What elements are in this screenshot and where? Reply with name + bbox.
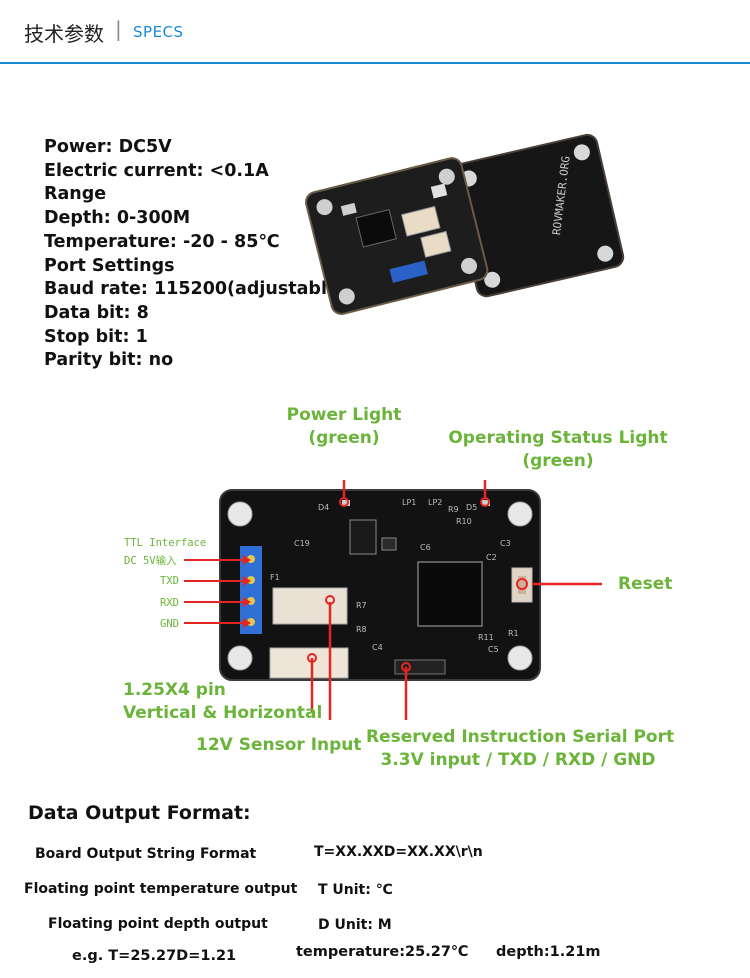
spec-power: Power: DC5V [44,137,172,157]
silk-c6: C6 [420,543,431,552]
silk-lp2: LP2 [428,498,442,507]
reset-label: Reset [618,574,673,594]
status-light-label: Operating Status Light (green) [448,428,668,471]
example-temp: temperature:25.27℃ [296,944,469,960]
title-separator: | [115,17,122,41]
silk-r9: R9 [448,505,459,514]
page-title-en: SPECS [133,23,184,41]
silk-r7: R7 [356,601,367,610]
spec-depth: Depth: 0-300M [44,208,191,229]
example-depth: depth:1.21m [496,944,601,960]
mcu-chip [417,561,483,627]
power-light-label: Power Light (green) [286,405,402,448]
connector-horizontal [269,647,349,679]
spec-current: Electric current: <0.1A [44,160,269,181]
mount-hole [227,501,253,527]
board-diagram: D4 LP1 LP2 D5 C19 F1 C2 C3 C4 C5 C6 R1 R… [124,480,602,720]
example-row-label: e.g. T=25.27D=1.21 [72,948,237,964]
spec-parity: Parity bit: no [44,350,174,371]
connector-vertical [272,587,348,625]
silk-c2: C2 [486,553,497,562]
power-led [342,500,350,506]
spec-port-heading: Port Settings [44,255,175,276]
silk-r1: R1 [508,629,519,638]
output-row-label: Board Output String Format [35,846,257,862]
depth-row-value: D Unit: M [318,917,392,933]
temp-row-value: T Unit: ℃ [318,882,393,898]
silk-c4: C4 [372,643,383,652]
header-divider [0,62,750,64]
temp-row-label: Floating point temperature output [24,881,298,897]
spec-stop-bit: Stop bit: 1 [44,326,148,347]
page-title-cn: 技术参数 [24,22,104,46]
spec-range-heading: Range [44,184,107,205]
spec-list: Power: DC5V Electric current: <0.1A Rang… [44,136,347,373]
status-led [482,500,490,506]
callout-pointers [310,480,602,720]
silk-d4: D4 [318,503,329,512]
ttl-interface-title: TTL Interface [124,537,206,549]
depth-row-label: Floating point depth output [48,916,268,932]
silk-d5: D5 [466,503,477,512]
board-photo: ROVMAKER.ORG [305,133,625,315]
data-output-title: Data Output Format: [28,802,251,824]
ttl-header [240,546,262,634]
silk-f1: F1 [270,573,280,582]
ttl-pin-gnd: GND [160,618,179,630]
ttl-pin-rxd: RXD [160,597,179,609]
output-row-value: T=XX.XXD=XX.XX\r\n [314,844,483,860]
silk-r8: R8 [356,625,367,634]
pin-label: 1.25X4 pin Vertical & Horizontal [123,680,323,723]
serial-port-label: Reserved Instruction Serial Port 3.3V in… [366,727,675,770]
spec-data-bit: Data bit: 8 [44,302,149,323]
mount-hole [227,645,253,671]
spec-baud: Baud rate: 115200(adjustable) [44,279,347,300]
regulator [349,519,377,555]
silk-r11: R11 [478,633,494,642]
ttl-pin-5v: DC 5V输入 [124,554,177,567]
ttl-pointers [184,559,246,624]
sensor-input-label: 12V Sensor Input [196,735,362,755]
silk-r10: R10 [456,517,472,526]
mount-hole [507,501,533,527]
mount-hole [507,645,533,671]
spec-temperature: Temperature: -20 - 85℃ [44,231,280,252]
silk-c3: C3 [500,539,511,548]
silk-c5: C5 [488,645,499,654]
silk-lp1: LP1 [402,498,416,507]
silk-c19: C19 [294,539,310,548]
ttl-pin-txd: TXD [160,575,179,587]
